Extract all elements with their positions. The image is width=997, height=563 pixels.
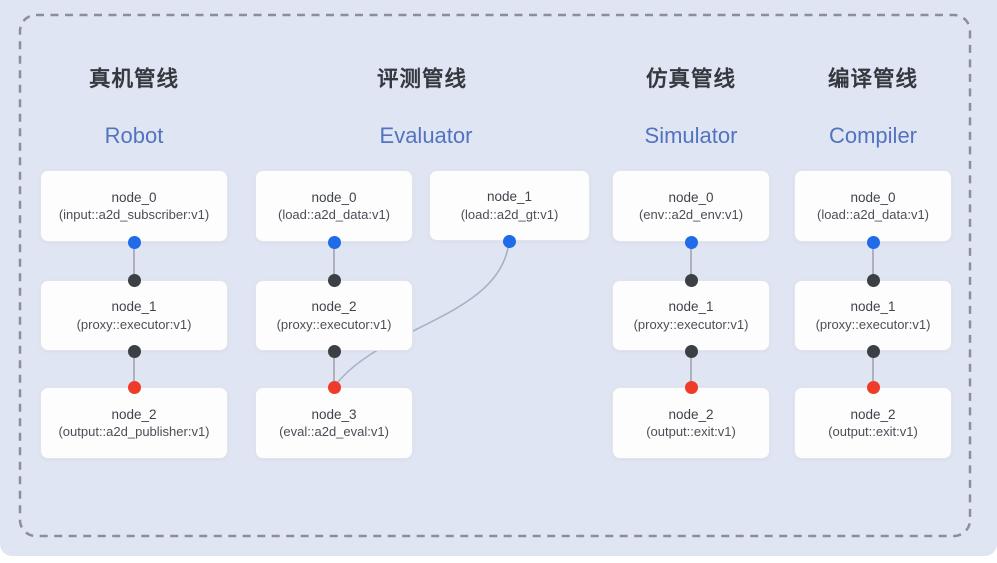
node-title: node_1 (668, 299, 714, 315)
node-box-evaluator-node2[interactable]: node_2 (proxy::executor:v1) (255, 280, 413, 351)
port-dot-dark[interactable] (684, 273, 698, 287)
node-title: node_0 (668, 189, 714, 205)
node-subtitle: (output::exit:v1) (646, 424, 736, 440)
node-subtitle: (input::a2d_subscriber:v1) (58, 207, 210, 223)
node-title: node_0 (850, 189, 896, 205)
node-title: node_0 (111, 189, 157, 205)
node-subtitle: (output::exit:v1) (828, 424, 918, 440)
node-subtitle: (eval::a2d_eval:v1) (279, 424, 389, 440)
node-subtitle: (proxy::executor:v1) (815, 316, 931, 332)
port-dot-dark[interactable] (684, 344, 698, 358)
node-box-simulator-node2[interactable]: node_2 (output::exit:v1) (612, 387, 770, 459)
port-dot-dark[interactable] (327, 344, 341, 358)
node-subtitle: (load::a2d_data:v1) (277, 207, 391, 223)
port-dot-blue[interactable] (327, 235, 341, 249)
pipeline-title-zh-evaluator: 评测管线 (376, 67, 467, 91)
node-title: node_2 (311, 299, 357, 315)
node-box-evaluator-node0[interactable]: node_0 (load::a2d_data:v1) (255, 170, 413, 242)
port-dot-red[interactable] (127, 380, 141, 394)
node-title: node_0 (311, 189, 357, 205)
node-subtitle: (proxy::executor:v1) (276, 316, 392, 332)
port-dot-dark[interactable] (127, 273, 141, 287)
node-title: node_2 (850, 406, 896, 422)
node-box-evaluator-node3[interactable]: node_3 (eval::a2d_eval:v1) (255, 387, 413, 459)
node-title: node_2 (668, 406, 714, 422)
node-title: node_1 (111, 299, 157, 315)
pipeline-title-zh-compiler: 编译管线 (827, 67, 918, 91)
node-title: node_3 (311, 406, 357, 422)
node-box-robot-node2[interactable]: node_2 (output::a2d_publisher:v1) (40, 387, 228, 459)
node-box-compiler-node0[interactable]: node_0 (load::a2d_data:v1) (794, 170, 952, 242)
port-dot-blue[interactable] (127, 235, 141, 249)
node-box-compiler-node1[interactable]: node_1 (proxy::executor:v1) (794, 280, 952, 351)
pipeline-title-en-evaluator: Evaluator (379, 123, 473, 148)
node-subtitle: (env::a2d_env:v1) (638, 207, 744, 223)
node-box-robot-node1[interactable]: node_1 (proxy::executor:v1) (40, 280, 228, 351)
node-title: node_1 (850, 299, 896, 315)
pipeline-title-zh-robot: 真机管线 (88, 67, 179, 91)
port-dot-blue[interactable] (684, 235, 698, 249)
node-subtitle: (proxy::executor:v1) (76, 316, 192, 332)
node-box-evaluator-node1[interactable]: node_1 (load::a2d_gt:v1) (429, 170, 590, 241)
pipeline-title-en-compiler: Compiler (828, 123, 918, 148)
port-dot-red[interactable] (327, 380, 341, 394)
pipeline-title-en-robot: Robot (104, 123, 164, 148)
port-dot-red[interactable] (866, 380, 880, 394)
node-subtitle: (output::a2d_publisher:v1) (58, 424, 210, 440)
port-dot-blue[interactable] (866, 235, 880, 249)
node-title: node_1 (486, 189, 533, 205)
port-dot-red[interactable] (684, 380, 698, 394)
node-subtitle: (load::a2d_gt:v1) (460, 206, 559, 222)
port-dot-dark[interactable] (127, 344, 141, 358)
port-dot-dark[interactable] (327, 273, 341, 287)
node-subtitle: (load::a2d_data:v1) (816, 207, 930, 223)
port-dot-dark[interactable] (866, 344, 880, 358)
node-box-simulator-node1[interactable]: node_1 (proxy::executor:v1) (612, 280, 770, 351)
node-subtitle: (proxy::executor:v1) (633, 316, 749, 332)
node-title: node_2 (111, 406, 157, 422)
node-box-robot-node0[interactable]: node_0 (input::a2d_subscriber:v1) (40, 170, 228, 242)
port-dot-dark[interactable] (866, 273, 880, 287)
node-box-compiler-node2[interactable]: node_2 (output::exit:v1) (794, 387, 952, 459)
port-dot-blue[interactable] (502, 234, 516, 248)
node-box-simulator-node0[interactable]: node_0 (env::a2d_env:v1) (612, 170, 770, 242)
